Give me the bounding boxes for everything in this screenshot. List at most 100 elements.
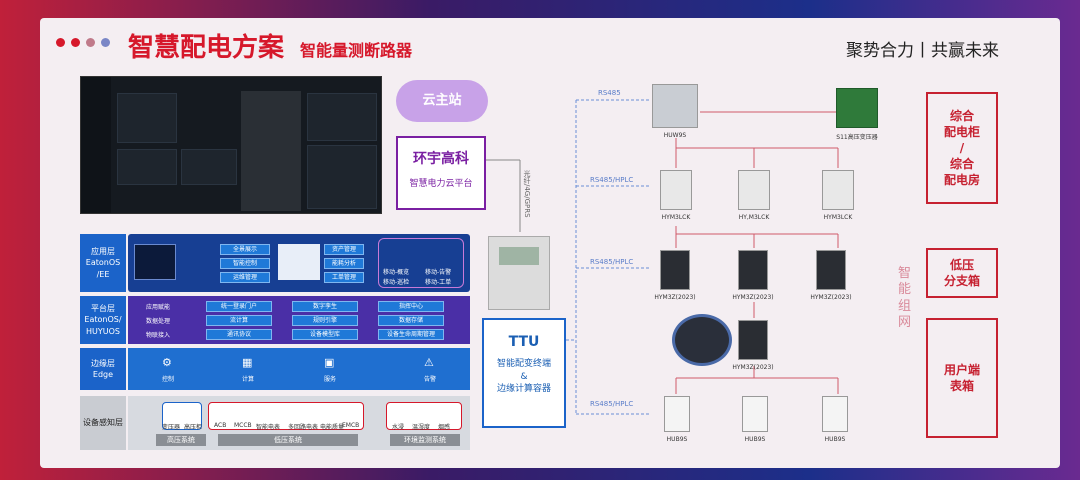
device-label: HYM3Z(2023)	[654, 294, 696, 301]
device-label: HYM3Z(2023)	[810, 294, 852, 301]
lv-group-label: 低压系统	[218, 434, 358, 446]
cloud-master-station: 云主站	[396, 80, 488, 122]
dashboard-widget	[181, 149, 237, 185]
platform-chip: 设备模型库	[292, 329, 358, 340]
dot	[56, 38, 65, 47]
mobile-group: 移动-概览 移动-告警 移动-巡检 移动-工单	[378, 238, 464, 288]
dashboard-widget	[117, 93, 177, 143]
smart-networking-label: 智能组网	[898, 266, 912, 330]
category-line: 配电房	[943, 173, 980, 188]
hplc-label: RS485/HPLC	[590, 400, 634, 408]
lv-item: EMCB	[342, 422, 360, 429]
platform-chip: 指挥中心	[378, 301, 444, 312]
edge-item: 服务	[324, 376, 337, 383]
breaker	[822, 170, 854, 210]
layer-app: 应用层 EatonOS /EE 全景展示 智能控制 运维管理 资产管理 能耗分析…	[80, 234, 470, 292]
dashboard-screenshot	[80, 76, 382, 214]
smart-meter	[488, 236, 550, 310]
platform-chip: 规则引擎	[292, 315, 358, 326]
category-line: 表箱	[949, 379, 974, 393]
lv-item: 多回路电表	[288, 424, 319, 431]
env-group	[386, 402, 462, 430]
category-distribution-room: 综合 配电柜 / 综合 配电房	[926, 92, 998, 204]
compute-icon: ▦	[242, 356, 253, 369]
mcb	[664, 396, 690, 432]
mobile-label: 移动-告警	[425, 269, 452, 276]
category-meter-box: 用户端 表箱	[926, 318, 998, 438]
device-label: HYM3Z(2023)	[732, 294, 774, 301]
category-line: 综合	[949, 108, 974, 123]
layer-platform: 平台层 EatonOS/ HUYUOS 应用赋能 数据处理 物联接入 统一登录门…	[80, 296, 470, 344]
platform-chip: 通讯协议	[206, 329, 272, 340]
dashboard-map	[241, 91, 301, 211]
lv-item: ACB	[214, 422, 227, 429]
mccb	[816, 250, 846, 290]
category-line: 分支箱	[943, 274, 980, 288]
platform-chip: 设备生命周期管理	[378, 329, 444, 340]
transformer	[836, 88, 878, 128]
dot	[101, 38, 110, 47]
header-dots	[56, 38, 110, 47]
alarm-icon: ⚠	[424, 356, 434, 369]
layer-app-label: 应用层 EatonOS /EE	[80, 234, 126, 292]
platform-chip: 统一登录门户	[206, 301, 272, 312]
app-chip: 资产管理	[324, 244, 364, 255]
platform-desc: 智慧电力云平台	[409, 179, 473, 189]
category-line: 低压	[949, 257, 974, 272]
lv-group	[208, 402, 364, 430]
mccb	[738, 250, 768, 290]
page-title: 智慧配电方案	[128, 33, 285, 63]
hplc-label: RS485/HPLC	[590, 176, 634, 184]
device-label: HUW9S	[663, 132, 687, 139]
mcb	[822, 396, 848, 432]
env-item: 温湿度	[412, 424, 431, 431]
link-text: 光纤/4G/GPRS	[523, 170, 531, 218]
dot	[71, 38, 80, 47]
layer-edge-body: ⚙ 控制 ▦ 计算 ▣ 服务 ⚠ 告警	[128, 348, 470, 390]
category-line: /	[959, 140, 965, 155]
edge-item: 计算	[242, 376, 255, 383]
service-icon: ▣	[324, 356, 335, 369]
ttu-box: TTU 智能配变终端&边缘计算容器	[482, 318, 566, 428]
layer-platform-body: 应用赋能 数据处理 物联接入 统一登录门户 数字孪生 指挥中心 流计算 规则引擎…	[128, 296, 470, 344]
ttu-title: TTU	[508, 334, 540, 350]
layer-device: 设备感知层 变压器 高压柜 ACB MCCB 智能电表 多回路电表 电能质量 E…	[80, 396, 470, 450]
env-item: 烟感	[438, 424, 451, 431]
layer-device-body: 变压器 高压柜 ACB MCCB 智能电表 多回路电表 电能质量 EMCB 水浸…	[128, 396, 470, 450]
platform-name: 环宇高科	[413, 151, 469, 167]
platform-row-name: 应用赋能	[146, 304, 171, 311]
hv-item: 变压器	[162, 424, 181, 431]
app-chip: 能耗分析	[324, 258, 364, 269]
page-subtitle: 智能量测断路器	[300, 41, 413, 60]
ttu-amp: &	[520, 371, 528, 382]
mccb	[738, 320, 768, 360]
breaker-acb	[652, 84, 698, 128]
device-label: HY,M3LCK	[738, 214, 770, 221]
device-label: HUB9S	[666, 436, 688, 443]
dashboard-widget	[307, 93, 377, 141]
layer-edge: 边缘层 Edge ⚙ 控制 ▦ 计算 ▣ 服务 ⚠ 告警	[80, 348, 470, 390]
platform-box: 环宇高科 智慧电力云平台	[396, 136, 486, 210]
app-chip: 工单管理	[324, 272, 364, 283]
hplc-label: RS485/HPLC	[590, 258, 634, 266]
lv-item: 智能电表	[256, 424, 281, 431]
lv-item: 电能质量	[320, 424, 345, 431]
device-label: HYM3LCK	[823, 214, 853, 221]
rs485-label: RS485	[598, 89, 621, 97]
category-line: 综合	[949, 157, 974, 172]
edge-item: 控制	[162, 376, 175, 383]
control-icon: ⚙	[162, 356, 172, 369]
layer-platform-label: 平台层 EatonOS/ HUYUOS	[80, 296, 126, 344]
platform-chip: 流计算	[206, 315, 272, 326]
mobile-label: 移动-巡检	[383, 279, 410, 286]
env-item: 水浸	[392, 424, 405, 431]
device-label: HYM3LCK	[661, 214, 691, 221]
platform-row-name: 物联接入	[146, 332, 171, 339]
mccb	[660, 250, 690, 290]
layer-device-label: 设备感知层	[80, 396, 126, 450]
mcb	[742, 396, 768, 432]
app-chip: 智能控制	[220, 258, 270, 269]
platform-chip: 数字孪生	[292, 301, 358, 312]
zoom-detail	[672, 314, 732, 366]
edge-item: 告警	[424, 376, 437, 383]
